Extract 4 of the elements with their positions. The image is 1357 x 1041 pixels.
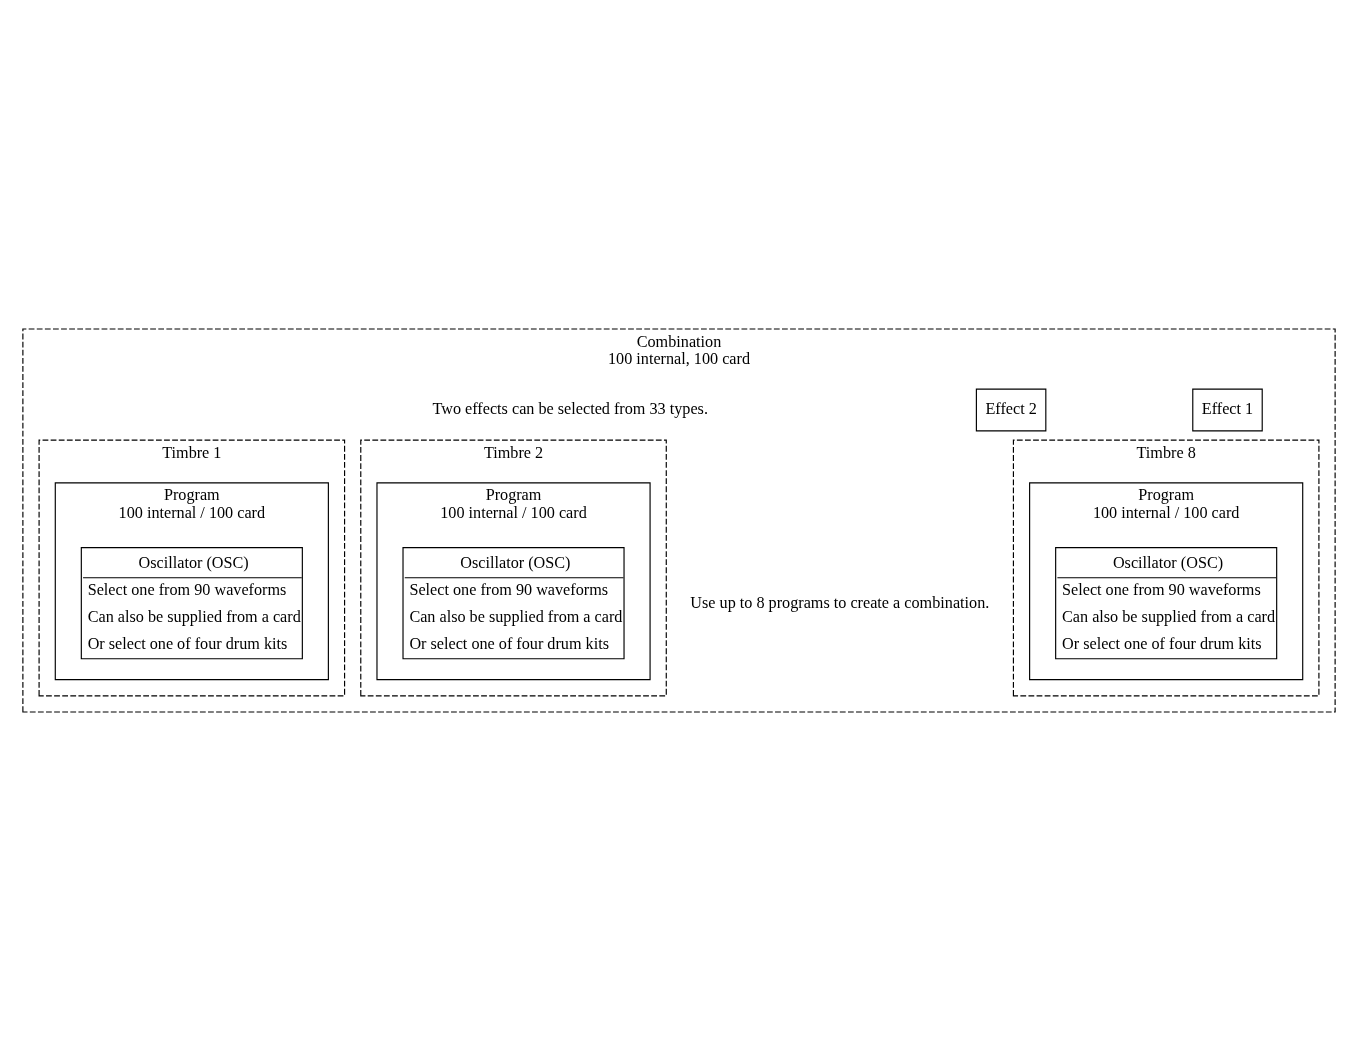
label: Two effects can be selected from 33 types.	[432, 400, 708, 419]
node-box: Effect 2	[975, 388, 1046, 432]
node-box: Effect 1	[1191, 388, 1263, 432]
label: Use up to 8 programs to create a combination.	[689, 593, 989, 612]
